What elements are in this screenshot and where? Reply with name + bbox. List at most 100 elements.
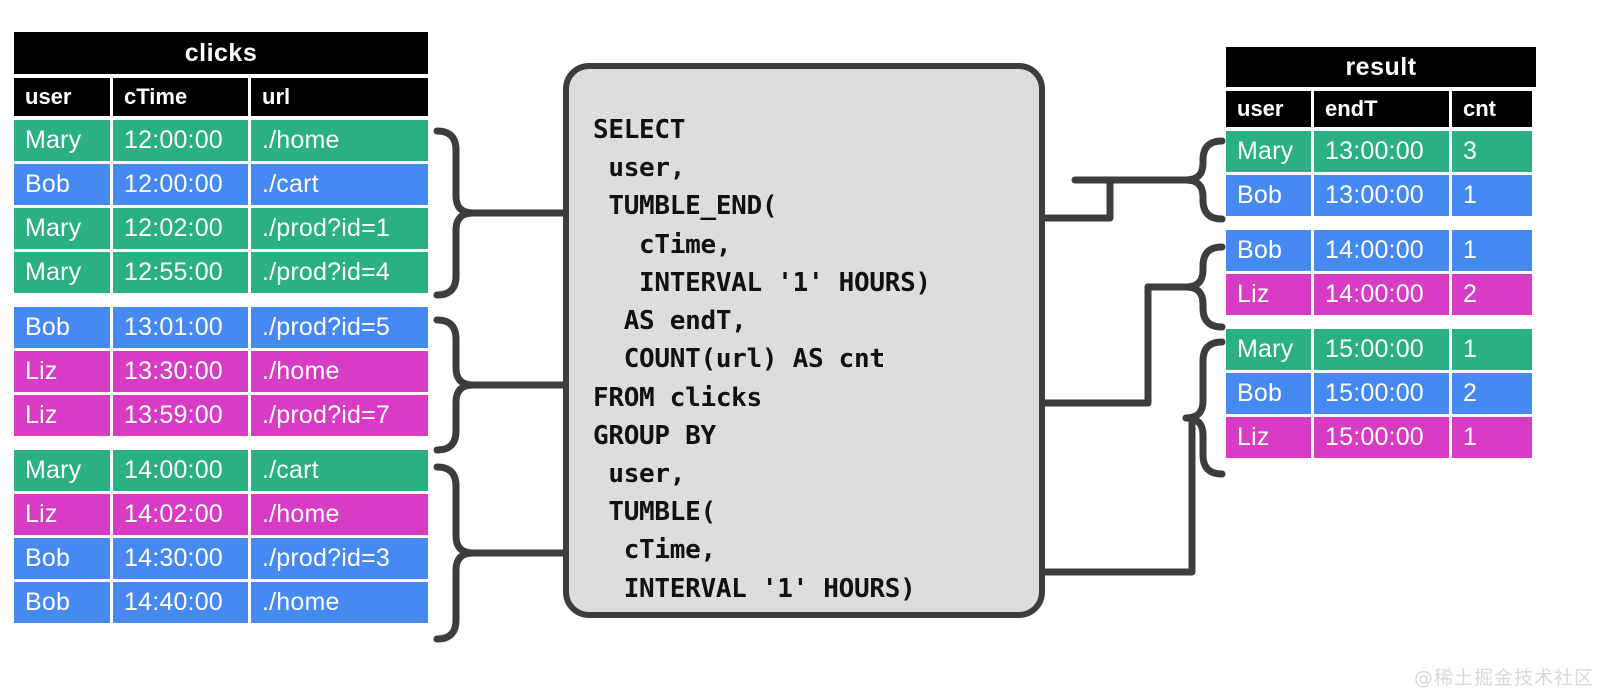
clicks-cell-user: Mary <box>14 450 110 491</box>
result-cell-endT: 15:00:00 <box>1314 417 1449 458</box>
clicks-cell-user: Liz <box>14 351 110 392</box>
result-cell-user: Bob <box>1226 373 1311 414</box>
clicks-cell-url: ./cart <box>251 164 428 205</box>
result-cell-cnt: 2 <box>1452 373 1532 414</box>
clicks-cell-cTime: 13:30:00 <box>113 351 248 392</box>
clicks-cell-cTime: 14:00:00 <box>113 450 248 491</box>
clicks-cell-cTime: 13:01:00 <box>113 307 248 348</box>
result-cell-endT: 14:00:00 <box>1314 230 1449 271</box>
result-cell-user: Bob <box>1226 175 1311 216</box>
result-cell-user: Bob <box>1226 230 1311 271</box>
clicks-cell-url: ./prod?id=4 <box>251 252 428 293</box>
clicks-column-header-ctime: cTime <box>113 78 248 116</box>
clicks-table-title: clicks <box>14 32 428 74</box>
result-cell-user: Mary <box>1226 329 1311 370</box>
connector-left-group-1 <box>433 127 477 299</box>
result-cell-cnt: 2 <box>1452 274 1532 315</box>
result-column-header-endt: endT <box>1314 91 1449 127</box>
clicks-cell-cTime: 12:00:00 <box>113 164 248 205</box>
clicks-table-header-row: user cTime url <box>14 78 428 116</box>
result-cell-cnt: 3 <box>1452 131 1532 172</box>
sql-query-text: SELECT user, TUMBLE_END( cTime, INTERVAL… <box>593 115 931 604</box>
clicks-cell-user: Mary <box>14 208 110 249</box>
clicks-cell-cTime: 14:30:00 <box>113 538 248 579</box>
clicks-cell-user: Bob <box>14 582 110 623</box>
clicks-cell-cTime: 14:40:00 <box>113 582 248 623</box>
result-cell-endT: 14:00:00 <box>1314 274 1449 315</box>
clicks-cell-cTime: 13:59:00 <box>113 395 248 436</box>
result-cell-endT: 13:00:00 <box>1314 175 1449 216</box>
clicks-cell-user: Bob <box>14 538 110 579</box>
connector-right-group-1 <box>1182 137 1226 223</box>
clicks-cell-url: ./home <box>251 494 428 535</box>
result-table-title: result <box>1226 47 1536 87</box>
result-cell-cnt: 1 <box>1452 175 1532 216</box>
watermark: @稀土掘金技术社区 <box>1413 667 1594 689</box>
clicks-cell-user: Bob <box>14 307 110 348</box>
clicks-column-header-url: url <box>251 78 428 116</box>
clicks-cell-cTime: 14:02:00 <box>113 494 248 535</box>
clicks-cell-url: ./home <box>251 582 428 623</box>
clicks-cell-user: Liz <box>14 395 110 436</box>
result-column-header-user: user <box>1226 91 1311 127</box>
connector-right-line-3 <box>1041 414 1196 576</box>
connector-right-line-2 <box>1041 283 1152 407</box>
clicks-column-header-user: user <box>14 78 110 116</box>
sql-query-box: SELECT user, TUMBLE_END( cTime, INTERVAL… <box>563 63 1045 618</box>
result-cell-endT: 13:00:00 <box>1314 131 1449 172</box>
clicks-cell-user: Liz <box>14 494 110 535</box>
connector-left-group-3 <box>433 463 477 643</box>
clicks-cell-url: ./home <box>251 351 428 392</box>
connector-right-group-2 <box>1182 243 1226 331</box>
result-table-header-row: user endT cnt <box>1226 91 1536 127</box>
result-cell-user: Liz <box>1226 274 1311 315</box>
clicks-cell-url: ./home <box>251 120 428 161</box>
clicks-cell-user: Mary <box>14 120 110 161</box>
result-cell-cnt: 1 <box>1452 230 1532 271</box>
clicks-cell-url: ./prod?id=5 <box>251 307 428 348</box>
result-cell-user: Mary <box>1226 131 1311 172</box>
clicks-cell-user: Bob <box>14 164 110 205</box>
connector-left-group-2 <box>433 316 477 454</box>
result-column-header-cnt: cnt <box>1452 91 1532 127</box>
clicks-cell-url: ./prod?id=7 <box>251 395 428 436</box>
clicks-cell-user: Mary <box>14 252 110 293</box>
clicks-cell-url: ./cart <box>251 450 428 491</box>
result-cell-cnt: 1 <box>1452 329 1532 370</box>
result-cell-cnt: 1 <box>1452 417 1532 458</box>
clicks-cell-url: ./prod?id=3 <box>251 538 428 579</box>
result-cell-endT: 15:00:00 <box>1314 373 1449 414</box>
connector-right-line-1 <box>1041 176 1114 222</box>
result-cell-user: Liz <box>1226 417 1311 458</box>
clicks-cell-url: ./prod?id=1 <box>251 208 428 249</box>
result-cell-endT: 15:00:00 <box>1314 329 1449 370</box>
